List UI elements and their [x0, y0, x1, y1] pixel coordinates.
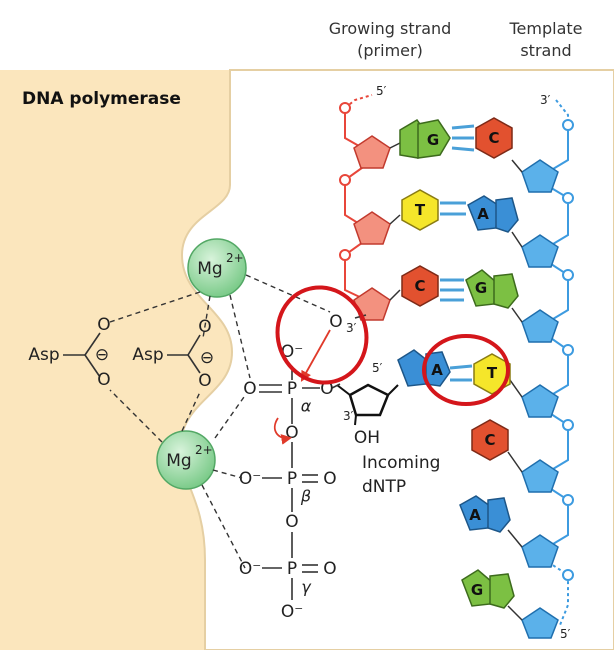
growing-phosphate [339, 249, 351, 261]
alpha-double-o: O [243, 379, 256, 399]
svg-text:Mg: Mg [197, 259, 222, 279]
template-phosphate [562, 569, 574, 581]
incoming-dntp-sugar [336, 383, 399, 426]
svg-text:Mg: Mg [166, 451, 191, 471]
primer-o3-sub: 3′ [346, 321, 357, 335]
svg-text:A: A [469, 506, 481, 524]
annotation-circle-pair [422, 334, 510, 406]
incoming-base-a: A [397, 349, 451, 387]
alpha-beta-o: O [285, 423, 298, 443]
template-base-c-2: C [471, 419, 523, 473]
growing-base-g: G [389, 119, 451, 159]
beta-double-o: O [323, 469, 336, 489]
incoming-oh: OH [354, 428, 380, 448]
template-base-g-2: G [461, 569, 523, 621]
beta-gamma-o: O [285, 512, 298, 532]
incoming-dntp-sublabel: dNTP [362, 477, 406, 497]
alpha-o-minus: O⁻ [281, 342, 303, 362]
template-base-a: A [467, 195, 523, 248]
svg-text:Asp: Asp [132, 345, 163, 365]
gamma-o-minus: O⁻ [239, 559, 261, 579]
gamma-label: γ [301, 578, 312, 597]
growing-sugar [353, 287, 391, 321]
template-strand-backbone [547, 99, 569, 626]
svg-text:Asp: Asp [28, 345, 59, 365]
coordination-lines [109, 274, 331, 569]
svg-text:T: T [487, 364, 498, 382]
growing-sugar [353, 211, 391, 245]
template-phosphate [562, 119, 574, 131]
growing-strand-sublabel: (primer) [357, 41, 423, 60]
hydrogen-bonds [440, 124, 475, 382]
template-strand-label: Template [508, 19, 582, 38]
growing-strand-label: Growing strand [329, 19, 452, 38]
triphosphate-bonds [259, 366, 341, 600]
leaving-arrow [273, 417, 293, 445]
primer-o3: O [329, 312, 342, 332]
template-sugar [521, 234, 559, 268]
beta-o-minus: O⁻ [239, 469, 261, 489]
incoming-three-prime: 3′ [343, 409, 354, 423]
asp-middle: Asp O O ⊖ [132, 317, 214, 391]
svg-text:O: O [97, 370, 110, 390]
asp-left: Asp O O ⊖ [28, 315, 110, 390]
beta-label: β [300, 487, 311, 506]
svg-text:G: G [471, 581, 483, 599]
svg-text:G: G [475, 279, 487, 297]
svg-text:T: T [415, 201, 426, 219]
template-base-g: G [465, 269, 523, 323]
attack-arrow [300, 329, 331, 382]
growing-sugar [353, 135, 391, 169]
template-sugar [521, 309, 559, 343]
enzyme-label: DNA polymerase [22, 89, 181, 109]
growing-strand-backbone [344, 94, 373, 301]
template-phosphate [562, 344, 574, 356]
growing-five-prime: 5′ [376, 84, 387, 98]
alpha-label: α [301, 397, 312, 416]
incoming-dntp-label: Incoming [362, 453, 440, 473]
template-phosphate [562, 419, 574, 431]
template-three-prime: 3′ [540, 93, 551, 107]
growing-phosphate [339, 174, 351, 186]
template-phosphate [562, 192, 574, 204]
template-base-a-2: A [459, 495, 523, 548]
incoming-five-prime: 5′ [372, 361, 383, 375]
template-sugar [521, 159, 559, 193]
template-phosphate [562, 269, 574, 281]
svg-text:⊖: ⊖ [95, 345, 109, 365]
svg-text:A: A [477, 205, 489, 223]
template-base-c: C [475, 117, 523, 173]
gamma-double-o: O [323, 559, 336, 579]
template-sugar [521, 384, 559, 418]
growing-phosphate [339, 102, 351, 114]
gamma-phosphorus: P [287, 559, 297, 579]
annotation-circle-o3 [275, 285, 369, 385]
svg-text:C: C [484, 431, 495, 449]
template-sugar [521, 459, 559, 493]
mg-ion-top: Mg 2+ [187, 238, 247, 298]
svg-text:O: O [97, 315, 110, 335]
svg-text:O: O [198, 317, 211, 337]
template-sugar [521, 534, 559, 568]
svg-text:C: C [414, 277, 425, 295]
svg-text:G: G [427, 131, 439, 149]
beta-phosphorus: P [287, 469, 297, 489]
svg-text:⊖: ⊖ [200, 348, 214, 368]
svg-text:2+: 2+ [195, 443, 213, 457]
growing-base-c: C [389, 265, 439, 307]
template-sugar [521, 607, 559, 639]
svg-text:A: A [431, 361, 443, 379]
growing-base-t: T [389, 189, 439, 231]
svg-text:2+: 2+ [226, 251, 244, 265]
template-base-t: T [473, 353, 523, 398]
mg-ion-bottom: Mg 2+ [156, 430, 216, 490]
svg-text:O: O [198, 371, 211, 391]
template-phosphate [562, 494, 574, 506]
gamma-bottom-o: O⁻ [281, 602, 303, 622]
alpha-phosphorus: P [287, 379, 297, 399]
template-five-prime: 5′ [560, 627, 571, 641]
template-strand-sublabel: strand [520, 41, 571, 60]
svg-text:C: C [488, 129, 499, 147]
